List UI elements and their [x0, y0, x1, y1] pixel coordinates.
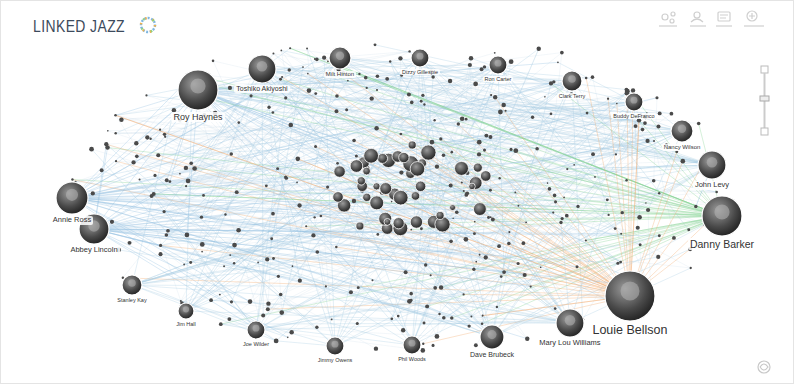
person-name: Annie Ross [51, 216, 93, 225]
person-photo [697, 150, 727, 180]
person-name: Stanley Kay [115, 297, 148, 303]
zoom-slider [760, 66, 769, 135]
person-node: Mary Lou Williams [537, 308, 602, 348]
person-name: Ron Carter [483, 76, 514, 82]
person-node: Joe Wilder [241, 320, 271, 347]
person-name: Clark Terry [557, 93, 588, 99]
person-name: Phil Woods [396, 356, 428, 362]
person-node: Dizzy Gillespie [400, 48, 440, 75]
person-node: Nancy Wilson [662, 119, 703, 151]
person-node: Jimmy Owens [316, 336, 355, 363]
person-node: Danny Barker [688, 195, 756, 250]
hub-link-lines [72, 45, 722, 351]
person-name: Jimmy Owens [316, 357, 355, 363]
link-lines [72, 48, 722, 350]
person-node: Stanley Kay [115, 274, 148, 303]
person-photo [247, 54, 277, 84]
person-node: John Levy [693, 150, 731, 190]
person-name: Joe Wilder [241, 341, 271, 347]
person-node: Milt Hinton [324, 46, 356, 78]
person-name: Abbey Lincoln [68, 246, 119, 255]
person-name: Dave Brubeck [468, 351, 516, 359]
person-photo [177, 302, 195, 320]
person-name: Danny Barker [688, 238, 756, 250]
person-photo [410, 48, 430, 68]
corner-logo [758, 361, 770, 373]
logo-ring [141, 18, 155, 32]
central-cluster [333, 141, 491, 236]
person-name: Louie Bellson [590, 323, 669, 337]
person-node: Toshiko Akiyoshi [234, 54, 289, 93]
person-node: Jim Hall [174, 302, 198, 327]
person-name: Jim Hall [174, 321, 198, 327]
person-name: Milt Hinton [324, 71, 356, 78]
person-node: Dave Brubeck [468, 324, 516, 359]
person-photo [402, 335, 422, 355]
person-name: Dizzy Gillespie [400, 69, 440, 75]
person-photo [479, 324, 505, 350]
person-name: John Levy [693, 181, 731, 190]
person-photo [555, 308, 585, 338]
person-dots [71, 43, 724, 352]
person-node: Louie Bellson [590, 270, 669, 337]
person-node: Ron Carter [483, 55, 514, 82]
person-photo [604, 270, 656, 322]
person-photo [121, 274, 143, 296]
person-node: Roy Haynes [171, 69, 224, 122]
person-node: Clark Terry [557, 70, 588, 99]
person-photo [561, 70, 583, 92]
person-photo [701, 195, 743, 237]
person-photo [177, 69, 219, 111]
person-photo [328, 46, 352, 70]
site-title: LINKED JAZZ [33, 17, 125, 37]
person-photo [488, 55, 508, 75]
toolbar-icons [659, 11, 764, 27]
person-name: Buddy DeFranco [611, 113, 656, 119]
person-photo [246, 320, 266, 340]
person-node: Buddy DeFranco [611, 92, 656, 119]
person-name: Mary Lou Williams [537, 339, 602, 348]
person-photo [55, 181, 89, 215]
person-photo [325, 336, 345, 356]
person-name: Toshiko Akiyoshi [234, 85, 289, 93]
person-node: Annie Ross [51, 181, 93, 225]
person-photo [670, 119, 694, 143]
person-name: Roy Haynes [171, 112, 224, 122]
person-name: Nancy Wilson [662, 144, 703, 151]
person-node: Phil Woods [396, 335, 428, 362]
person-photo [624, 92, 644, 112]
